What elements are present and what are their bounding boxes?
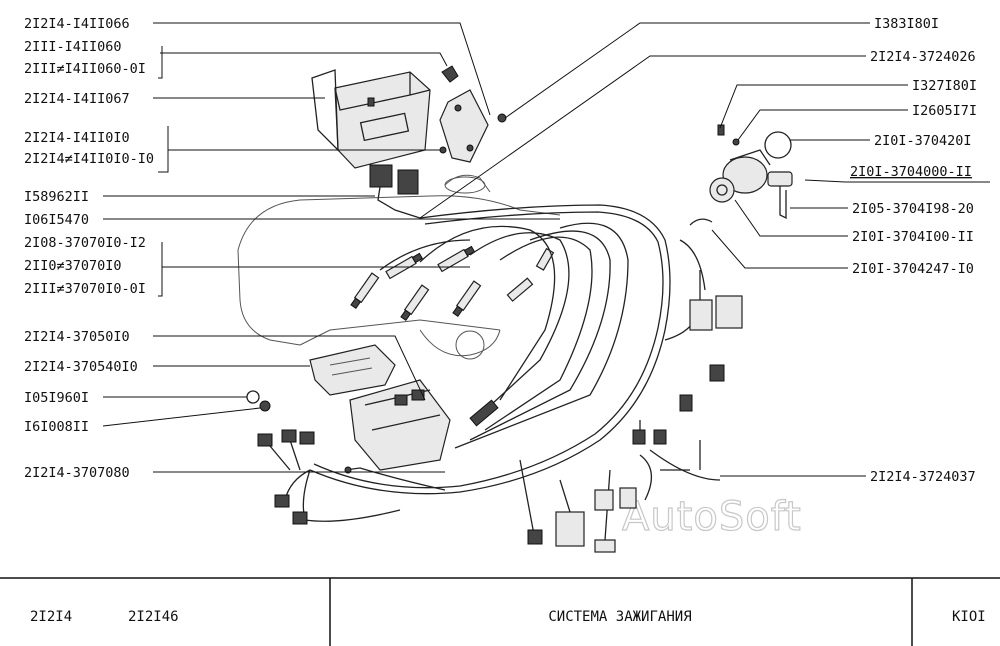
part-label: I2605I7I — [912, 103, 977, 119]
part-label: 2I0I-3704I00-II — [852, 229, 974, 245]
part-label: 2I0I-3704247-I0 — [852, 261, 974, 277]
model-code-2: 2I2I46 — [128, 609, 179, 625]
ht-leads — [379, 222, 629, 449]
part-label: 2I05-3704I98-20 — [852, 201, 974, 217]
watermark: AutoSoft — [622, 494, 802, 540]
part-label: I58962II — [24, 189, 89, 205]
part-label: 2I2I4-37050I0 — [24, 329, 130, 345]
part-label: I6I008II — [24, 419, 89, 435]
part-label: 2I2I4-I4II067 — [24, 91, 130, 107]
ignition-switch — [689, 124, 793, 226]
part-label: I06I5470 — [24, 212, 89, 228]
title-block: 2I2I4 2I2I46 СИСТЕМА ЗАЖИГАНИЯ KIOI — [0, 577, 1000, 646]
section-code: KIOI — [952, 609, 986, 625]
right-part-labels: I383I80I 2I2I4-3724026 I327I80I I2605I7I… — [850, 16, 977, 485]
part-label: 2I2I4-I4II0I0 — [24, 130, 130, 146]
part-label: 2III≠I4II060-0I — [24, 61, 146, 77]
part-label: 2II0≠37070I0 — [24, 258, 122, 274]
part-label: 2I2I4-3724026 — [870, 49, 976, 65]
part-label: 2I2I4-3724037 — [870, 469, 976, 485]
part-label: 2III≠37070I0-0I — [24, 281, 146, 297]
part-label: 2I2I4≠I4II0I0-I0 — [24, 151, 154, 167]
section-title: СИСТЕМА ЗАЖИГАНИЯ — [548, 609, 691, 625]
ecu-bracket — [439, 65, 507, 163]
part-label: 2I08-37070I0-I2 — [24, 235, 146, 251]
part-label: I383I80I — [874, 16, 939, 32]
part-label: 2I0I-3704000-II — [850, 164, 972, 180]
part-label: 2I2I4-I4II066 — [24, 16, 130, 32]
part-label: 2I2I4-3707080 — [24, 465, 130, 481]
engine-outline — [237, 174, 561, 360]
ecu-controller — [311, 69, 431, 219]
part-label: 2III-I4II060 — [24, 39, 122, 55]
part-label: 2I0I-370420I — [874, 133, 972, 149]
model-code-1: 2I2I4 — [30, 609, 72, 625]
left-part-labels: 2I2I4-I4II066 2III-I4II060 2III≠I4II060-… — [24, 16, 154, 481]
leader-lines — [102, 22, 990, 477]
part-label: I327I80I — [912, 78, 977, 94]
spark-plugs — [350, 245, 555, 321]
part-label: 2I2I4-370540I0 — [24, 359, 138, 375]
part-label: I05I960I — [24, 390, 89, 406]
wiring-harness — [257, 204, 743, 553]
ignition-module — [246, 344, 451, 471]
